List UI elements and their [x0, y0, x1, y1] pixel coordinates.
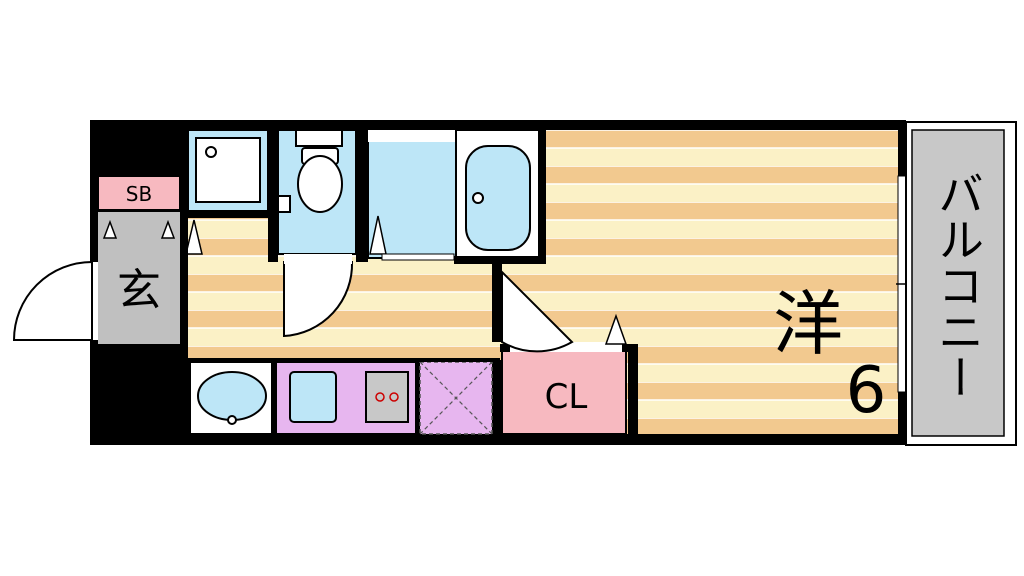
- wall-washing-bottom: [180, 210, 270, 218]
- western-room-size: 6: [846, 354, 887, 428]
- wall-entrance-right: [180, 130, 188, 436]
- balcony-floor: [911, 129, 1005, 437]
- room-door-swing: [501, 269, 574, 353]
- entrance-shoe-marker-2: [160, 219, 176, 239]
- shoe-box: [97, 175, 181, 211]
- kitchen-stove: [365, 371, 409, 423]
- toilet-door-opening: [284, 254, 352, 264]
- bathroom-top-bar: [368, 130, 456, 142]
- wall-bath-bottom: [454, 256, 546, 264]
- western-room-label: 洋: [773, 283, 843, 365]
- washing-machine-drain: [205, 146, 217, 158]
- entrance-door-swing: [12, 260, 93, 341]
- closet-door-marker-2: [604, 313, 628, 345]
- entrance-label: 玄: [117, 265, 161, 316]
- wall-kitchen-top: [188, 358, 500, 362]
- wall-toilet-right: [356, 130, 368, 262]
- balcony-label: バルコニー: [931, 170, 985, 400]
- toilet-door-swing: [283, 261, 354, 338]
- washbasin-faucet: [227, 415, 237, 425]
- wall-bath-right: [538, 130, 546, 262]
- closet-door-opening: [510, 342, 622, 352]
- closet-side-wall: [628, 344, 638, 436]
- toilet-bowl: [297, 155, 343, 213]
- washbasin-bowl: [197, 371, 267, 421]
- refrigerator-space-x2: [419, 361, 493, 435]
- shoe-box-label: SB: [126, 182, 152, 206]
- bathroom-sill: [381, 253, 455, 261]
- stove-burner-2: [389, 392, 399, 402]
- toilet-paper: [277, 195, 291, 213]
- stove-burner-1: [375, 392, 385, 402]
- washing-machine: [195, 137, 261, 203]
- room-door-jamb: [492, 262, 502, 342]
- wall-toilet-left: [268, 130, 278, 262]
- corridor-door-marker: [185, 219, 203, 255]
- bathtub-basin: [465, 145, 531, 251]
- bathtub-drain: [472, 192, 484, 204]
- kitchen-sink: [289, 371, 337, 423]
- bathroom-door-marker: [369, 215, 387, 255]
- entrance-shoe-marker-1: [102, 219, 118, 239]
- closet-label: CL: [545, 377, 588, 417]
- toilet-tank: [295, 129, 343, 147]
